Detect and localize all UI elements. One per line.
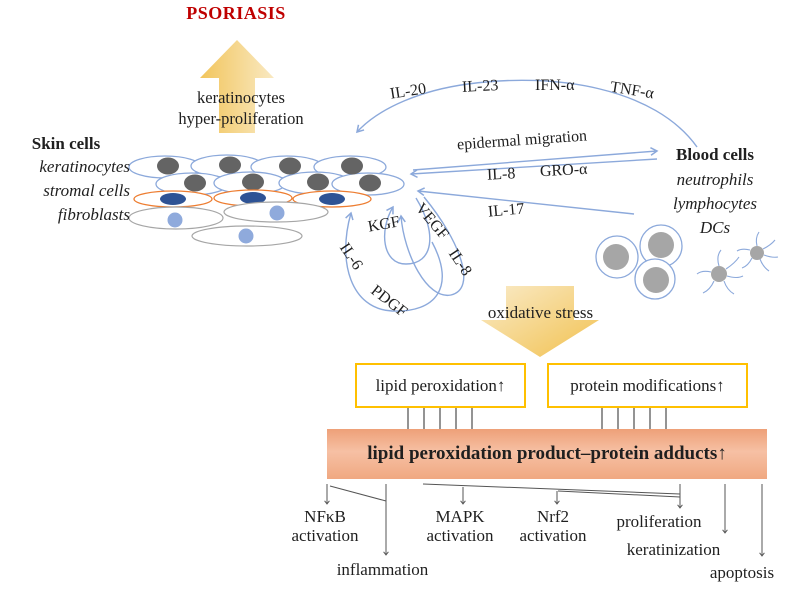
outcome-nrf2: Nrf2 activation <box>509 507 597 545</box>
mapk-line2: activation <box>426 526 494 545</box>
blood-type-dcs: DCs <box>699 218 731 237</box>
blood-cells-header: Blood cells <box>676 145 754 164</box>
protein-modifications-box: protein modifications↑ <box>547 363 748 408</box>
fibroblast-cells <box>128 201 329 247</box>
lipid-peroxidation-label: lipid peroxidation↑ <box>375 375 506 395</box>
hyperproliferation-up-arrow <box>200 40 274 133</box>
dendritic-cell <box>696 231 779 295</box>
skin-type-stromal-cells: stromal cells <box>43 181 130 200</box>
outcome-apoptosis: apoptosis <box>709 563 775 582</box>
blood-cell-circles <box>595 224 683 300</box>
outcome-nfkb: NFκB activation <box>281 507 369 545</box>
cytokine-arrows <box>345 79 698 312</box>
oxidative-stress-label: oxidative stress <box>487 303 594 322</box>
cytokine-il23-label: IL-23 <box>461 77 499 96</box>
box-to-adducts-arrows <box>404 408 670 434</box>
fibroblast-nuclei <box>167 205 285 244</box>
cytokine-groa-label: GRO-α <box>539 160 588 181</box>
dendritic-cell-nuclei <box>711 246 764 282</box>
cytokine-il17-label: IL-17 <box>487 200 526 221</box>
stromal-nuclei <box>160 192 345 205</box>
blood-cell-nuclei <box>603 232 674 293</box>
adducts-label: lipid peroxidation product–protein adduc… <box>367 443 727 464</box>
nfkb-line2: activation <box>291 526 359 545</box>
hyperproliferation-label-line2: hyper-proliferation <box>178 109 304 128</box>
il17-arrow <box>416 187 635 215</box>
outcome-keratinization: keratinization <box>626 540 721 559</box>
outcome-inflammation: inflammation <box>336 560 429 579</box>
cytokine-il8-label: IL-8 <box>486 165 516 184</box>
adducts-outcome-arrows <box>324 483 765 557</box>
blood-type-lymphocytes: lymphocytes <box>672 194 758 213</box>
autocrine-loop-kgf <box>383 197 431 265</box>
outcome-mapk: MAPK activation <box>416 507 504 545</box>
epidermal-migration-arrow-right <box>412 147 659 171</box>
oxidative-stress-down-arrow <box>481 286 599 357</box>
skin-type-keratinocytes: keratinocytes <box>39 157 130 176</box>
protein-modifications-label: protein modifications↑ <box>570 375 725 395</box>
outcome-proliferation: proliferation <box>616 512 702 531</box>
cytokine-ifna-label: IFN-α <box>535 77 575 94</box>
nrf2-line2: activation <box>519 526 587 545</box>
page-title: PSORIASIS <box>186 3 286 23</box>
mapk-line1: MAPK <box>435 507 485 526</box>
autocrine-loop-il6-pdgf <box>345 211 443 312</box>
blood-type-neutrophils: neutrophils <box>676 170 754 189</box>
nfkb-line1: NFκB <box>304 507 346 526</box>
autocrine-loop-vegf-il8 <box>397 196 465 296</box>
epidermal-migration-arrow-left <box>409 158 658 179</box>
top-cytokine-arc <box>356 79 698 148</box>
nrf2-line1: Nrf2 <box>536 507 570 526</box>
hyperproliferation-label-line1: keratinocytes <box>197 88 285 107</box>
skin-cells-header: Skin cells <box>31 134 101 153</box>
skin-type-fibroblasts: fibroblasts <box>57 205 130 224</box>
keratinocyte-nuclei <box>157 156 381 192</box>
adducts-box: lipid peroxidation product–protein adduc… <box>327 429 767 479</box>
lipid-peroxidation-box: lipid peroxidation↑ <box>355 363 526 408</box>
